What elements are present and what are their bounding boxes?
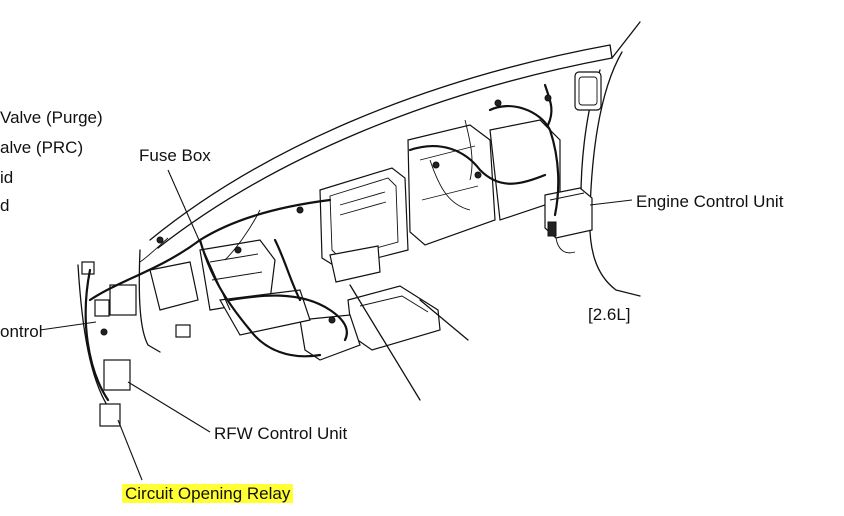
label-valve-purge: Valve (Purge) <box>0 108 103 127</box>
label-engine-control-unit: Engine Control Unit <box>636 192 784 211</box>
label-partial-d: d <box>0 196 10 215</box>
label-partial-control: ontrol <box>0 322 43 341</box>
label-circuit-opening-relay: Circuit Opening Relay <box>122 484 294 503</box>
leader-lines <box>39 169 633 481</box>
label-fuse-box: Fuse Box <box>139 146 211 165</box>
wiring-harness <box>84 83 576 402</box>
label-partial-id: id <box>0 168 14 187</box>
hvac-unit <box>319 119 561 283</box>
left-cluster <box>81 239 311 427</box>
lower-ducts <box>299 284 469 401</box>
body-panel-right <box>574 51 641 297</box>
label-circuit-opening-relay-wrap: Circuit Opening Relay <box>122 484 294 504</box>
cowl-outline <box>149 21 641 249</box>
connectors <box>100 94 552 336</box>
label-variant: [2.6L] <box>588 305 631 324</box>
ecu-box <box>544 187 593 239</box>
label-rfw-control-unit: RFW Control Unit <box>214 424 348 443</box>
label-valve-prc: alve (PRC) <box>0 138 84 157</box>
